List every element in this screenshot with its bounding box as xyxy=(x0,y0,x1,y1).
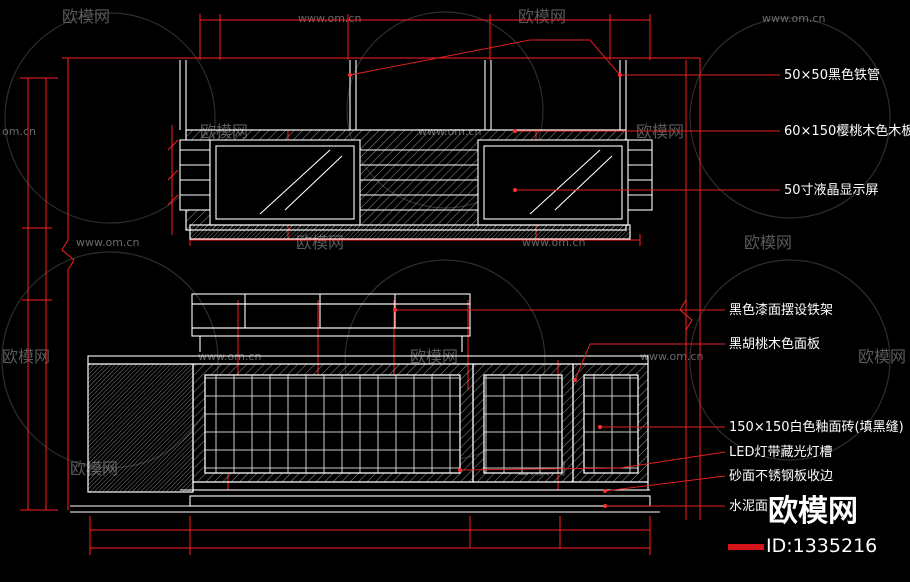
tv-cabinet-elevation xyxy=(179,60,653,240)
annotation-walnut-panel: 黑胡桃木色面板 xyxy=(729,336,820,352)
annotation-cement-surface: 水泥面 xyxy=(729,499,768,514)
brand-logo-text: 欧模网 xyxy=(768,494,858,529)
watermark-cn: 欧模网 xyxy=(518,7,566,26)
annotation-lcd-screen: 50寸液晶显示屏 xyxy=(784,183,879,198)
annotation-labels: 50×50黑色铁管 60×150樱桃木色木板条 50寸液晶显示屏 黑色漆面摆设铁… xyxy=(729,67,910,514)
watermark-url: www.om.cn xyxy=(298,12,361,25)
watermark-url: www.om.cn xyxy=(76,236,139,249)
annotation-cherry-wood-slats: 60×150樱桃木色木板条 xyxy=(784,123,910,139)
annotation-stainless-trim: 砂面不锈钢板收边 xyxy=(729,469,833,484)
display-iron-shelf xyxy=(191,293,471,352)
watermark-url: www.om.cn xyxy=(762,12,825,25)
annotation-led-strip-groove: LED灯带藏光灯槽 xyxy=(729,445,832,460)
watermark-url-short: om.cn xyxy=(2,125,36,138)
dimension-lines xyxy=(20,14,701,555)
counter-elevation xyxy=(70,355,660,513)
annotation-black-iron-pipe: 50×50黑色铁管 xyxy=(784,67,880,83)
brand-id-text: ID:1335216 xyxy=(766,535,877,557)
annotation-iron-display-shelf: 黑色漆面摆设铁架 xyxy=(729,302,833,318)
leader-dots xyxy=(348,73,622,508)
watermark-cn: 欧模网 xyxy=(2,347,50,366)
watermark-cn: 欧模网 xyxy=(744,233,792,252)
watermark-cn: 欧模网 xyxy=(62,7,110,26)
brand-accent-bar xyxy=(728,544,764,550)
annotation-white-glazed-tile: 150×150白色釉面砖(填黑缝) xyxy=(729,419,904,435)
watermark-url: www.om.cn xyxy=(640,350,703,363)
branding: 欧模网 ID:1335216 xyxy=(728,494,877,557)
watermark-cn: 欧模网 xyxy=(858,347,906,366)
leader-lines xyxy=(349,39,780,507)
